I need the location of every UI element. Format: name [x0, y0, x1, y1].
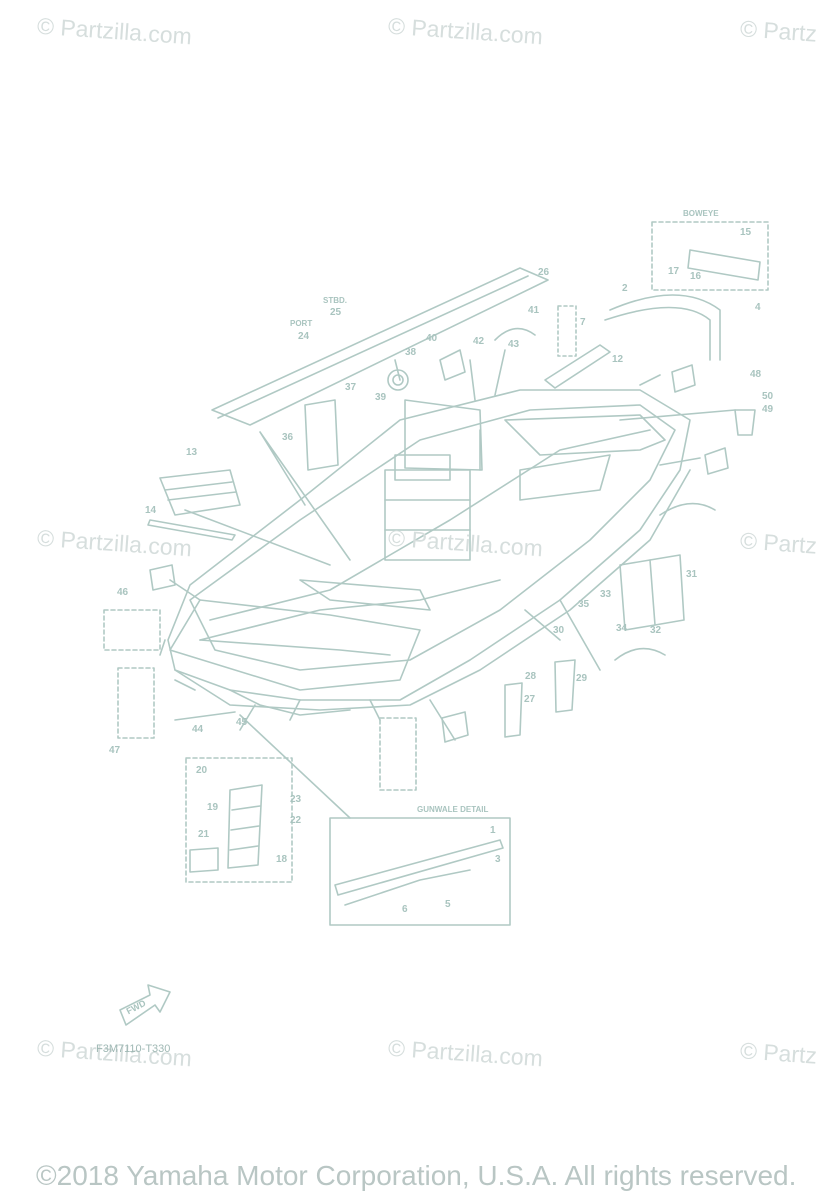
part-label: 42: [473, 336, 485, 347]
part-label: 38: [405, 347, 417, 358]
hull-bottom: [174, 469, 691, 711]
gunwale-detail-box: [329, 817, 511, 926]
part-13-basket: [159, 469, 241, 516]
part-label: 48: [750, 369, 762, 380]
watermark: © Partz: [739, 15, 818, 47]
part-label: 36: [282, 432, 294, 443]
part-label: 5: [445, 899, 451, 910]
part-label: 31: [686, 569, 698, 580]
part-label: 1: [490, 825, 496, 836]
part-label: 14: [145, 505, 157, 516]
part-label: 45: [236, 717, 248, 728]
copyright-notice: ©2018 Yamaha Motor Corporation, U.S.A. A…: [36, 1160, 797, 1191]
part-label: 17: [668, 266, 680, 277]
hull-outline: [167, 389, 691, 701]
part-label: 49: [762, 404, 774, 415]
part-label: 39: [375, 392, 387, 403]
part-label: 19: [207, 802, 219, 813]
part-label: 25: [330, 307, 342, 318]
ladder-box: [185, 757, 293, 883]
part-label: 41: [528, 305, 540, 316]
part-label: 23: [290, 794, 302, 805]
part-label: 30: [553, 625, 565, 636]
part-label: 33: [600, 589, 612, 600]
part-label: 26: [538, 267, 550, 278]
watermark: © Partz: [739, 1037, 818, 1069]
part-label: 43: [508, 339, 520, 350]
part-label: 18: [276, 854, 288, 865]
port-header: PORT: [290, 319, 313, 328]
part-label: 34: [616, 623, 628, 634]
fwd-arrow: [119, 984, 171, 1026]
bow-rail: [604, 294, 721, 361]
part-label: 15: [740, 227, 752, 238]
part-label: 37: [345, 382, 357, 393]
part-label: 6: [402, 904, 408, 915]
part-label: 28: [525, 671, 537, 682]
part-label: 16: [690, 271, 702, 282]
part-label: 2: [622, 283, 628, 294]
part-label: 7: [580, 317, 586, 328]
boweye-box: [651, 221, 769, 291]
part-label: 24: [298, 331, 310, 342]
part-label: 3: [495, 854, 501, 865]
part-label: 47: [109, 745, 121, 756]
watermark: © Partz: [739, 527, 818, 559]
rub-rail: [211, 267, 549, 426]
part-label: 35: [578, 599, 590, 610]
part-label: 40: [426, 333, 438, 344]
part-label: 4: [755, 302, 761, 313]
part-label: 12: [612, 354, 624, 365]
stbd-header: STBD.: [323, 296, 347, 305]
part-label: 13: [186, 447, 198, 458]
part-label: 29: [576, 673, 588, 684]
boweye-header: BOWEYE: [683, 209, 719, 218]
part-label: 50: [762, 391, 774, 402]
part-label: 32: [650, 625, 662, 636]
part-label: 44: [192, 724, 204, 735]
part-label: 21: [198, 829, 210, 840]
hull-deck-line: [189, 404, 676, 671]
gunwale-detail-header: GUNWALE DETAIL: [417, 805, 489, 814]
part-label: 27: [524, 694, 536, 705]
part-label: 22: [290, 815, 302, 826]
part-label: 20: [196, 765, 208, 776]
diagram-code: F3M7110-T330: [96, 1043, 171, 1055]
part-label: 46: [117, 587, 129, 598]
